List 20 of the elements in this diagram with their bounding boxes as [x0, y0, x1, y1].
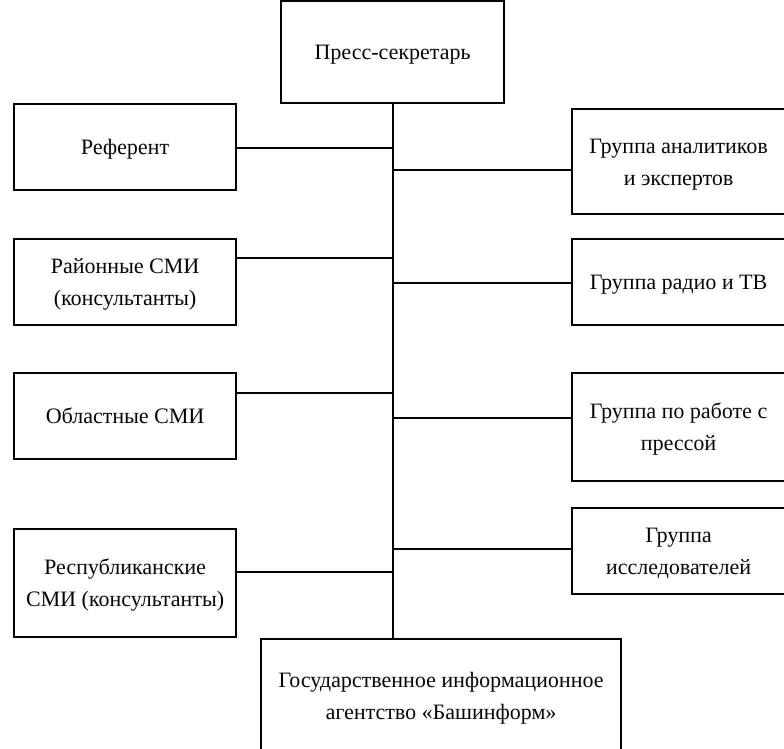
box-label: Группа аналитиков и экспертов	[588, 132, 769, 192]
box-label: Государственное информационное агентство «Башинформ»	[278, 666, 604, 726]
org-box	[260, 638, 622, 749]
box-label: Республиканские СМИ (консультанты)	[25, 553, 225, 613]
box-label: Пресс-секретарь	[314, 38, 470, 66]
box-label: Областные СМИ	[46, 402, 204, 430]
box-label: Группа радио и ТВ	[590, 268, 768, 296]
org-box	[571, 108, 784, 215]
org-box	[571, 372, 784, 482]
org-box	[13, 528, 237, 638]
org-box	[13, 238, 237, 326]
box-label: Референт	[80, 133, 170, 161]
org-box	[571, 507, 784, 595]
org-box	[280, 0, 505, 104]
org-box	[13, 372, 237, 460]
box-label: Группа по работе с прессой	[588, 397, 768, 457]
org-box	[13, 103, 237, 191]
box-label: Группа исследователей	[604, 521, 752, 581]
box-label: Районные СМИ (консультанты)	[50, 252, 200, 312]
org-box	[571, 238, 784, 326]
